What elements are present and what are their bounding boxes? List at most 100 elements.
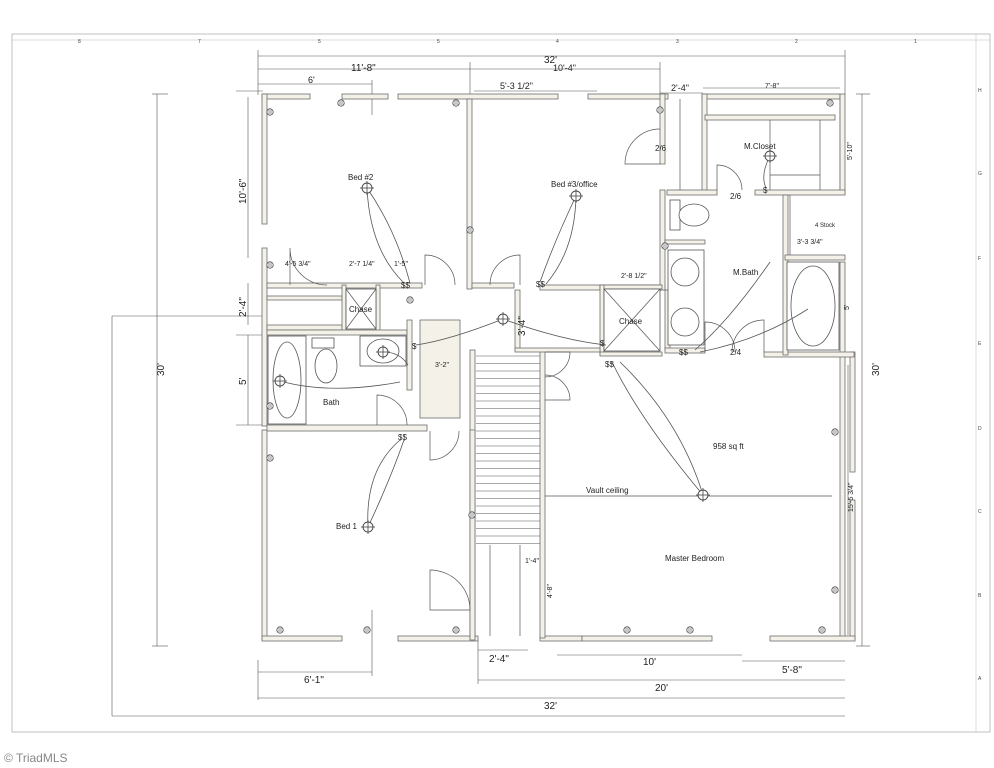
outlet-icon	[266, 454, 274, 462]
watermark: © TriadMLS	[4, 751, 68, 765]
svg-text:2'-8 1/2": 2'-8 1/2"	[621, 273, 647, 280]
area-label: 958 sq ft	[713, 442, 744, 451]
switch-mcloset: $	[763, 186, 768, 195]
outlet-icon	[831, 586, 839, 594]
grid-labels-right: H G F E D C B A	[978, 88, 982, 682]
switch-bed3: $$	[536, 280, 545, 289]
svg-text:E: E	[978, 341, 982, 347]
outlet-icon	[661, 242, 669, 250]
dimension-lines-bottom	[257, 610, 845, 700]
svg-text:3'-3 3/4": 3'-3 3/4"	[797, 239, 823, 246]
wiring	[279, 155, 809, 528]
door-size-closet: 2/6	[655, 144, 667, 153]
svg-text:5': 5'	[844, 305, 851, 310]
room-label-chase-right: Chase	[619, 317, 643, 326]
ceiling-light-icon	[696, 488, 710, 502]
svg-text:2: 2	[795, 39, 798, 45]
svg-text:32': 32'	[544, 55, 557, 66]
ceiling-light-icon	[360, 181, 374, 195]
svg-text:30': 30'	[871, 363, 882, 376]
outlet-icon	[656, 106, 664, 114]
svg-text:10': 10'	[643, 657, 656, 668]
outlet-icon	[266, 108, 274, 116]
room-labels: Bed #2 Bed #3/office M.Closet M.Bath Cha…	[323, 142, 836, 563]
switch-bed1: $$	[398, 433, 407, 442]
svg-text:2'-7 1/4": 2'-7 1/4"	[349, 261, 375, 268]
outlet-icon	[686, 626, 694, 634]
outlet-icon	[818, 626, 826, 634]
switch-mbath: $$	[679, 348, 688, 357]
svg-text:4: 4	[556, 39, 559, 45]
outlet-icon	[623, 626, 631, 634]
svg-text:H: H	[978, 88, 982, 94]
staircase	[476, 355, 540, 544]
outlet-icon	[266, 261, 274, 269]
outlets	[266, 99, 839, 634]
outlet-icon	[266, 402, 274, 410]
svg-text:B: B	[978, 593, 982, 599]
svg-text:3'-2": 3'-2"	[435, 362, 449, 369]
outlet-icon	[363, 626, 371, 634]
fixtures	[267, 99, 840, 636]
outlet-icon	[406, 296, 414, 304]
svg-text:G: G	[978, 171, 982, 177]
switches: $$ $$ $$ $$ $$ $ $ $	[398, 186, 768, 442]
svg-text:1'-4": 1'-4"	[525, 558, 539, 565]
switch-bed2: $$	[401, 281, 410, 290]
svg-text:10'-6": 10'-6"	[238, 178, 249, 204]
door-size-mcloset: 2/6	[730, 192, 742, 201]
grid-labels-top: 8 7 5 5 4 3 2 1	[78, 39, 917, 45]
ceiling-light-icon	[496, 312, 510, 326]
svg-text:1: 1	[914, 39, 917, 45]
outlet-icon	[452, 626, 460, 634]
svg-text:1'-5": 1'-5"	[394, 261, 408, 268]
svg-text:A: A	[978, 676, 982, 682]
svg-text:11'-8": 11'-8"	[351, 63, 376, 74]
svg-text:8: 8	[78, 39, 81, 45]
svg-text:7: 7	[198, 39, 201, 45]
svg-text:C: C	[978, 509, 982, 515]
svg-text:6'-1": 6'-1"	[304, 675, 324, 686]
room-label-chase-left: Chase	[349, 305, 373, 314]
svg-text:5': 5'	[238, 377, 249, 385]
svg-text:4'-8": 4'-8"	[547, 584, 554, 598]
svg-text:6': 6'	[308, 75, 315, 85]
svg-text:D: D	[978, 426, 982, 432]
outlet-icon	[337, 99, 345, 107]
doors	[289, 128, 765, 611]
ceiling-light-icon	[376, 345, 390, 359]
room-label-bath: Bath	[323, 398, 339, 407]
svg-text:2'-4": 2'-4"	[238, 297, 249, 317]
svg-text:3'-4": 3'-4"	[517, 316, 528, 336]
ceiling-light-icon	[273, 374, 287, 388]
room-label-bed2: Bed #2	[348, 173, 374, 182]
switch-bath: $	[412, 342, 417, 351]
light-fixtures	[273, 149, 777, 534]
ceiling-light-icon	[569, 189, 583, 203]
svg-text:4'-5 3/4": 4'-5 3/4"	[285, 261, 311, 268]
room-label-mbath: M.Bath	[733, 268, 758, 277]
svg-text:5'-10": 5'-10"	[847, 142, 854, 160]
dimension-lines-top	[236, 50, 846, 115]
outlet-icon	[452, 99, 460, 107]
svg-text:3: 3	[676, 39, 679, 45]
sheet-border	[11, 33, 991, 733]
ceiling-light-icon	[763, 149, 777, 163]
svg-text:7'-8": 7'-8"	[765, 83, 779, 90]
svg-text:5'-8": 5'-8"	[782, 665, 802, 676]
svg-text:5: 5	[437, 39, 440, 45]
outlet-icon	[826, 99, 834, 107]
svg-text:5'-3 1/2": 5'-3 1/2"	[500, 81, 533, 91]
dimension-lines-left	[111, 93, 845, 717]
outlet-icon	[466, 226, 474, 234]
outlet-icon	[468, 511, 476, 519]
svg-text:20': 20'	[655, 683, 668, 694]
room-label-mcloset: M.Closet	[744, 142, 776, 151]
exterior-walls	[261, 93, 856, 642]
room-label-bed3: Bed #3/office	[551, 180, 598, 189]
outlet-icon	[276, 626, 284, 634]
stock-label: 4 Stock	[815, 223, 836, 229]
door-size-mbath: 2/4	[730, 348, 742, 357]
svg-text:2'-4": 2'-4"	[489, 654, 509, 665]
